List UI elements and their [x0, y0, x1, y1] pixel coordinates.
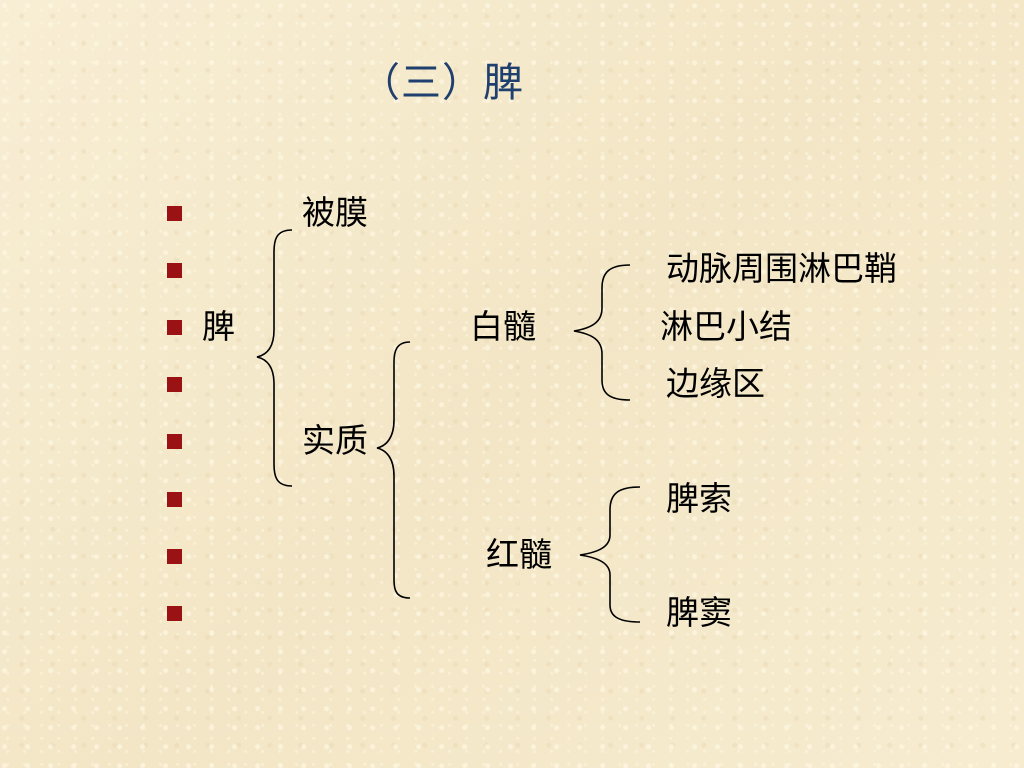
splenic-sinus-label: 脾窦	[666, 593, 732, 632]
red-pulp-label: 红髓	[486, 535, 552, 574]
brace-white-pulp	[573, 264, 631, 401]
bullet-marker	[167, 377, 182, 392]
splenic-cord-label: 脾索	[666, 479, 732, 518]
white-pulp-label: 白髓	[470, 307, 536, 346]
bullet-marker	[167, 492, 182, 507]
lymphoid-nodule-label: 淋巴小结	[660, 307, 792, 346]
brace-red-pulp	[579, 486, 641, 623]
bullet-marker	[167, 434, 182, 449]
capsule-label: 被膜	[302, 193, 368, 232]
bullet-marker	[167, 549, 182, 564]
brace-spleen	[256, 229, 293, 487]
root-label: 脾	[202, 307, 235, 346]
bullet-marker	[167, 606, 182, 621]
slide-title: （三）脾	[360, 60, 524, 106]
parenchyma-label: 实质	[302, 421, 368, 460]
marginal-zone-label: 边缘区	[666, 364, 765, 403]
brace-parenchyma	[376, 341, 411, 599]
bullet-marker	[167, 206, 182, 221]
bullet-marker	[167, 263, 182, 278]
periarterial-sheath-label: 动脉周围淋巴鞘	[666, 249, 897, 288]
bullet-marker	[167, 320, 182, 335]
